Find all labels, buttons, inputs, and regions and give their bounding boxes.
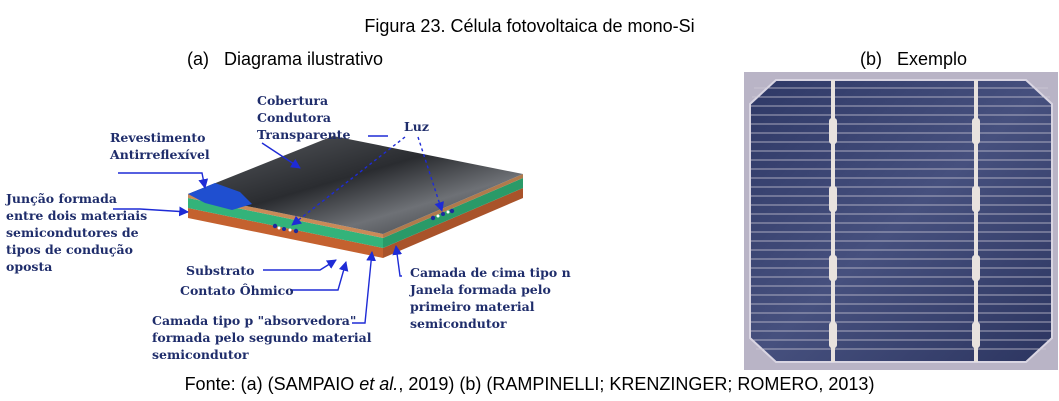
- arrow-camada-n: [392, 245, 403, 277]
- arrow-substrato: [263, 259, 337, 271]
- side-front-orange: [188, 208, 383, 258]
- figure-title: Figura 23. Célula fotovoltaica de mono-S…: [364, 16, 695, 36]
- label-luz: Luz: [404, 119, 429, 134]
- panel-a-caption: Diagrama ilustrativo: [224, 49, 384, 69]
- junction-particles: [272, 208, 455, 234]
- arrow-camada-p: [352, 251, 377, 324]
- label-camada-p: Camada tipo p "absorvedora" formada pelo…: [152, 313, 372, 362]
- panel-a-letter: (a): [187, 49, 209, 69]
- source-prefix: Fonte: (a) (SAMPAIO: [184, 374, 360, 394]
- label-cobertura: Cobertura Condutora Transparente: [257, 93, 351, 142]
- callout-arrows: [113, 135, 444, 324]
- junction-holes: [277, 210, 450, 232]
- finger-lines: [751, 87, 1051, 350]
- source-et-al: et al.: [359, 374, 399, 394]
- label-revestimento: Revestimento Antirreflexível: [110, 130, 210, 162]
- wafer: [749, 79, 1053, 363]
- arrow-juncao: [113, 206, 189, 217]
- side-right-stripe: [383, 174, 523, 238]
- source-caption: Fonte: (a) (SAMPAIO et al., 2019) (b) (R…: [0, 374, 1059, 395]
- label-contato: Contato Ôhmico: [180, 283, 294, 298]
- busbars: [829, 80, 980, 362]
- panel-b-caption: Exemplo: [897, 49, 968, 69]
- ar-coating-patch: [188, 183, 252, 210]
- panel-b-letter: (b): [860, 49, 882, 69]
- panel-b-heading: (b) Exemplo: [860, 49, 967, 70]
- arrow-contato: [290, 261, 349, 291]
- mono-si-cell-photo: [744, 72, 1058, 370]
- source-suffix: , 2019) (b) (RAMPINELLI; KRENZINGER; ROM…: [398, 374, 875, 394]
- side-right-orange: [383, 188, 523, 258]
- arrow-revestimento: [118, 172, 209, 189]
- side-front-green: [188, 198, 383, 248]
- arrow-luz-2: [417, 136, 444, 212]
- solar-cell-slab: [188, 136, 523, 258]
- label-camada-n: Camada de cima tipo n Janela formada pel…: [410, 265, 571, 331]
- label-juncao: Junção formada entre dois materiais semi…: [6, 191, 148, 274]
- label-substrato: Substrato: [186, 263, 255, 278]
- panel-a-heading: (a) Diagrama ilustrativo: [187, 49, 383, 70]
- side-right-green: [383, 178, 523, 248]
- arrow-cobertura: [261, 142, 301, 169]
